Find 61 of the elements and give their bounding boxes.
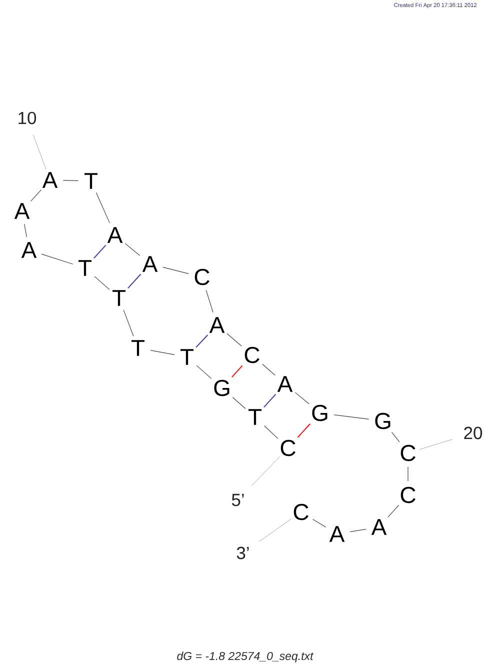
- leader-line: [419, 439, 453, 450]
- base-pair-line: [297, 423, 311, 438]
- nucleotide-letter: A: [277, 376, 293, 392]
- backbone-line: [334, 414, 370, 420]
- backbone-line: [350, 528, 366, 532]
- backbone-line: [206, 290, 214, 313]
- backbone-line: [24, 224, 27, 238]
- base-pair-line: [263, 394, 276, 408]
- backbone-line: [41, 254, 74, 264]
- nucleotide-letter: C: [400, 444, 416, 462]
- backbone-line: [162, 266, 189, 274]
- nucleotide-letter: C: [400, 486, 416, 504]
- position-number: 20: [464, 426, 482, 440]
- backbone-line: [294, 392, 310, 404]
- nucleotide-letter: A: [142, 256, 158, 272]
- strand-end-label: 3’: [236, 546, 249, 560]
- base-pair-line: [231, 365, 243, 378]
- backbone-line: [30, 190, 42, 202]
- backbone-line: [388, 504, 400, 518]
- leader-line: [32, 134, 46, 170]
- nucleotide-letter: C: [280, 440, 296, 456]
- backbone-line: [94, 276, 110, 290]
- nucleotide-letter: A: [329, 526, 345, 542]
- backbone-line: [96, 192, 110, 224]
- leader-line: [258, 518, 292, 542]
- nucleotide-letter: C: [244, 346, 260, 364]
- backbone-line: [226, 333, 242, 346]
- backbone-line: [124, 243, 140, 256]
- nucleotide-letter: C: [194, 268, 210, 286]
- nucleotide-letter: G: [312, 404, 328, 422]
- nucleotide-letter: A: [209, 317, 225, 333]
- backbone-line: [312, 518, 326, 528]
- nucleotide-letter: G: [214, 380, 230, 396]
- strand-end-label: 5’: [232, 494, 244, 506]
- nucleotide-letter: T: [180, 349, 194, 365]
- backbone-line: [196, 365, 212, 379]
- base-pair-line: [196, 334, 208, 348]
- nucleotide-letter: G: [375, 412, 390, 430]
- backbone-line: [262, 364, 276, 376]
- caption-text: dG = -1.8 22574_0_seq.txt: [177, 652, 314, 662]
- nucleotide-letter: T: [248, 409, 262, 425]
- base-pair-line: [127, 274, 142, 289]
- backbone-line: [264, 425, 278, 439]
- backbone-line: [391, 432, 400, 442]
- position-number: 10: [18, 112, 36, 124]
- nucleotide-letter: T: [112, 290, 126, 306]
- nucleotide-letter: T: [132, 340, 144, 356]
- base-pair-line: [93, 244, 106, 259]
- backbone-line: [150, 350, 175, 355]
- nucleotide-letter: T: [84, 173, 98, 189]
- nucleotide-letter: A: [21, 242, 37, 258]
- nucleotide-letter: T: [78, 260, 92, 276]
- nucleotide-letter: A: [107, 227, 123, 243]
- backbone-line: [232, 397, 246, 409]
- backbone-line: [123, 310, 134, 336]
- nucleotide-letter: A: [14, 203, 30, 219]
- nucleotide-letter: A: [42, 172, 58, 188]
- backbone-line: [62, 180, 79, 181]
- nucleotide-letter: C: [294, 504, 308, 520]
- leader-line: [251, 456, 280, 486]
- nucleotide-letter: A: [371, 519, 387, 535]
